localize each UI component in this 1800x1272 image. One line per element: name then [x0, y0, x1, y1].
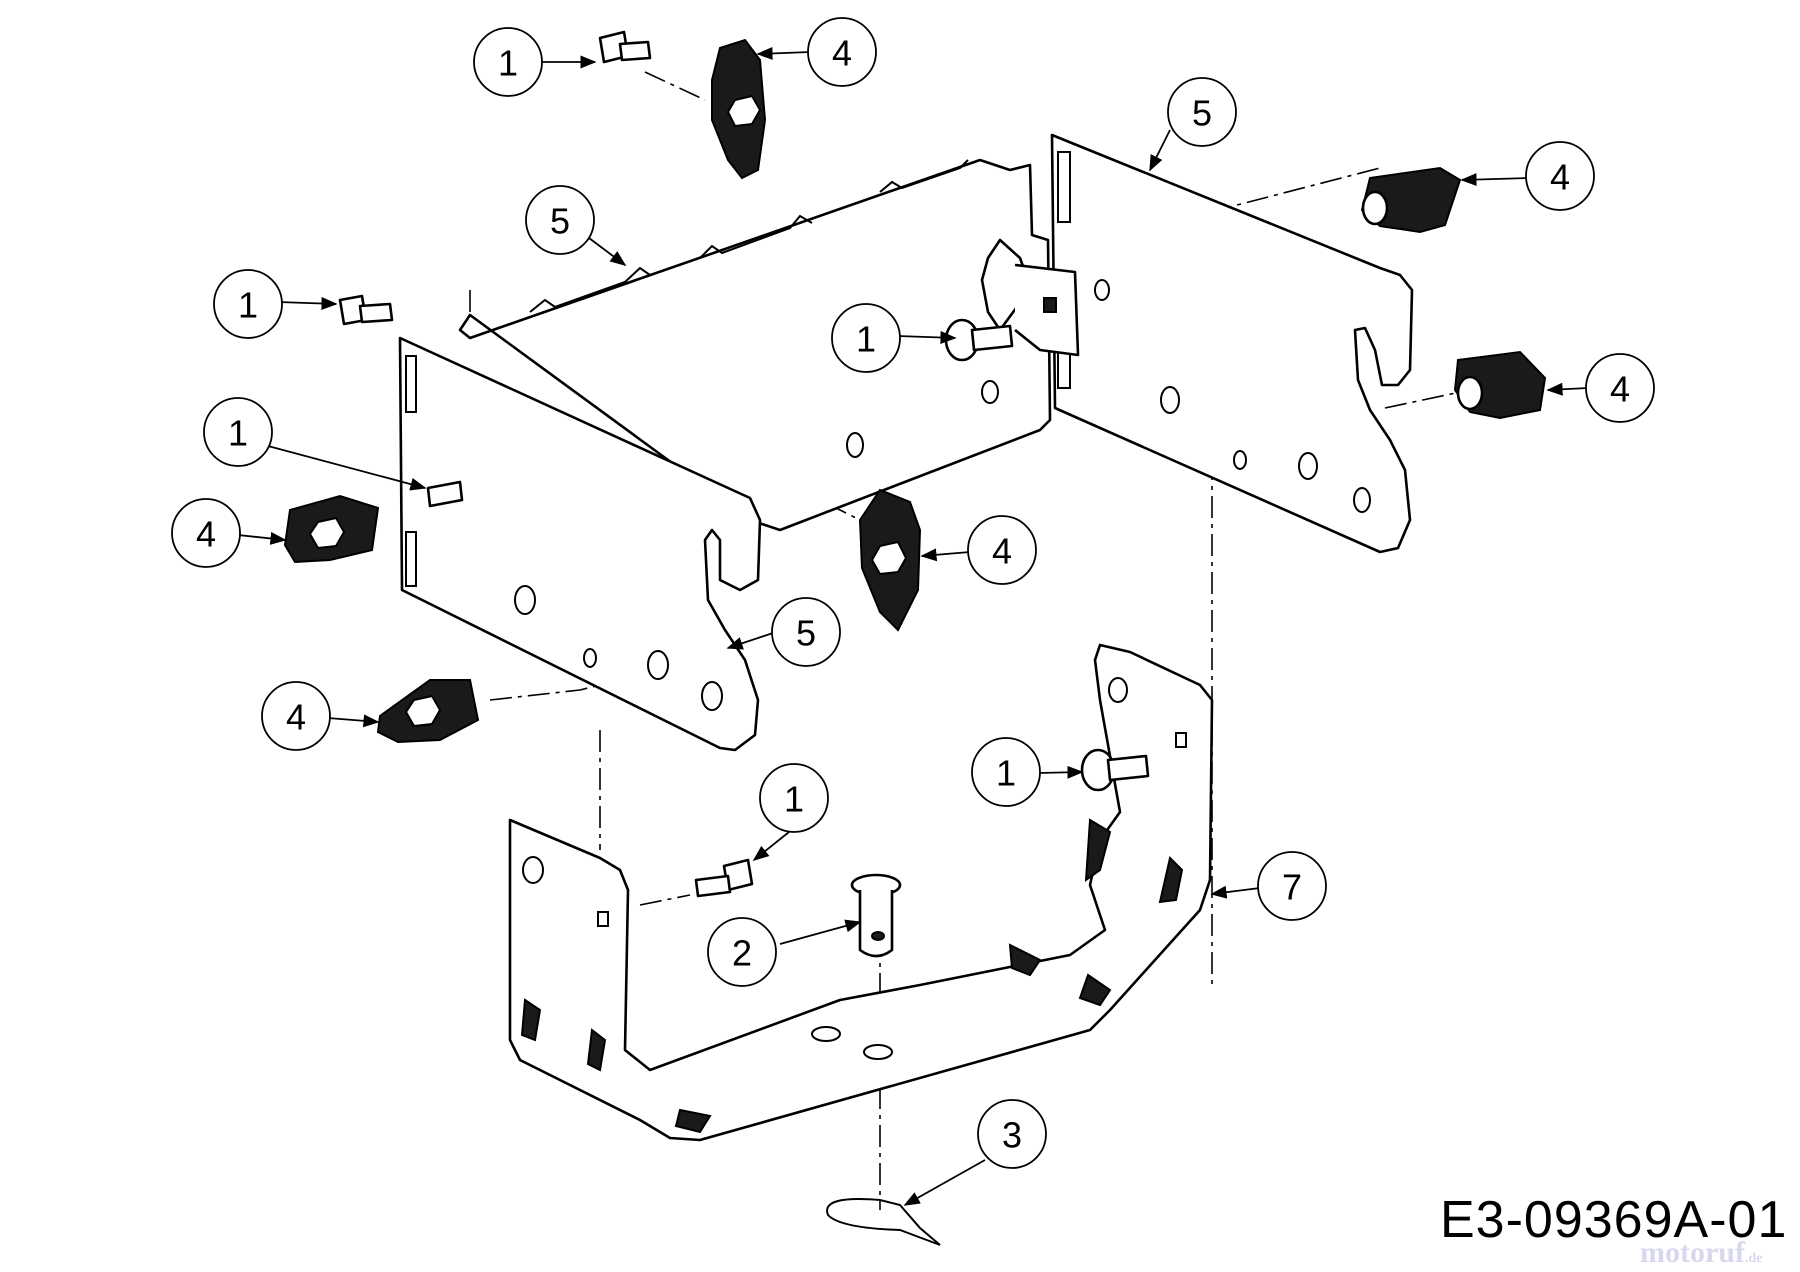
callout-4: 4	[1525, 141, 1595, 211]
callout-3: 3	[977, 1099, 1047, 1169]
callout-1: 1	[759, 763, 829, 833]
callout-number: 4	[832, 33, 852, 74]
bottom-bracket	[508, 643, 1214, 1142]
back-plate	[458, 158, 1052, 532]
callout-4: 4	[171, 498, 241, 568]
callout-circle	[203, 397, 273, 467]
callout-2: 2	[707, 917, 777, 987]
callout-circle	[1167, 77, 1237, 147]
left-side-plate	[398, 336, 762, 752]
callout-circle	[213, 269, 283, 339]
callout-circle	[525, 185, 595, 255]
watermark-name: motoruf	[1640, 1236, 1745, 1269]
callout-7: 7	[1257, 851, 1327, 921]
callout-number: 3	[1002, 1115, 1022, 1156]
watermark-logo: motoruf.de	[1640, 1236, 1762, 1270]
callout-4: 4	[807, 17, 877, 87]
callout-number: 4	[286, 697, 306, 738]
callout-1: 1	[213, 269, 283, 339]
callout-number: 4	[1550, 157, 1570, 198]
callout-number: 5	[796, 613, 816, 654]
callout-circle	[807, 17, 877, 87]
callout-circle	[831, 303, 901, 373]
carriage-bolt-parts	[338, 30, 1150, 898]
callout-circle	[977, 1099, 1047, 1169]
right-side-plate	[1050, 133, 1414, 554]
hairpin-clip-part	[826, 1198, 941, 1246]
callout-4: 4	[1585, 353, 1655, 423]
callout-5: 5	[771, 597, 841, 667]
callout-number: 4	[1610, 369, 1630, 410]
callout-circle	[971, 737, 1041, 807]
callout-5: 5	[525, 185, 595, 255]
drawing-code: E3-09369A-01	[1440, 1191, 1788, 1249]
clevis-pin-part	[850, 873, 902, 958]
wing-knob-parts	[283, 38, 1547, 744]
callout-number: 5	[1192, 93, 1212, 134]
callout-circle	[1525, 141, 1595, 211]
callout-number: 7	[1282, 867, 1302, 908]
callout-4: 4	[261, 681, 331, 751]
watermark-suffix: .de	[1744, 1251, 1763, 1266]
callout-circle	[1257, 851, 1327, 921]
callout-circle	[171, 498, 241, 568]
callout-5: 5	[1167, 77, 1237, 147]
leader-lines	[237, 46, 1589, 1206]
callout-markers: 1 4 5 4 1 5 1 4 1 4 4 5 4 1 1 7 2 3	[171, 17, 1655, 1169]
callout-1: 1	[831, 303, 901, 373]
callout-4: 4	[967, 515, 1037, 585]
callout-circle	[707, 917, 777, 987]
callout-circle	[473, 27, 543, 97]
callout-circle	[967, 515, 1037, 585]
callout-number: 2	[732, 933, 752, 974]
callout-number: 1	[228, 413, 248, 454]
callout-number: 4	[196, 514, 216, 555]
callout-1: 1	[203, 397, 273, 467]
callout-number: 4	[992, 531, 1012, 572]
callout-1: 1	[971, 737, 1041, 807]
callout-number: 1	[498, 43, 518, 84]
callout-circle	[261, 681, 331, 751]
callout-number: 1	[238, 285, 258, 326]
callout-number: 1	[784, 779, 804, 820]
callout-number: 1	[996, 753, 1016, 794]
callout-number: 1	[856, 319, 876, 360]
callout-1: 1	[473, 27, 543, 97]
callout-circle	[759, 763, 829, 833]
callout-circle	[771, 597, 841, 667]
callout-number: 5	[550, 201, 570, 242]
callout-circle	[1585, 353, 1655, 423]
